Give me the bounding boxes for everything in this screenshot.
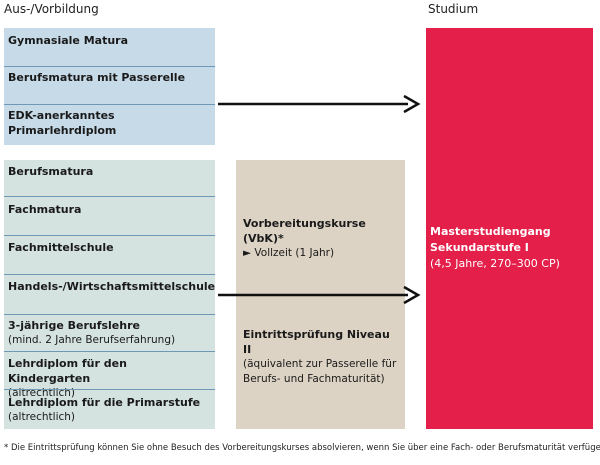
entrance-exam: Eintrittsprüfung Niveau II (äquivalent z…: [243, 327, 401, 387]
preparation-course: Vorbereitungskurse (VbK)* ► Vollzeit (1 …: [243, 216, 401, 261]
qualification-note: (altrechtlich): [8, 387, 76, 399]
header-study: Studium: [428, 2, 479, 16]
preparation-course-title: Vorbereitungskurse (VbK)*: [243, 217, 366, 245]
preparation-course-item: ► Vollzeit (1 Jahr): [243, 247, 335, 259]
qualification-gymnasiale-matura: Gymnasiale Matura: [4, 33, 215, 48]
footnote: * Die Eintrittsprüfung können Sie ohne B…: [4, 443, 600, 453]
qualification-title: Gymnasiale Matura: [8, 34, 129, 47]
separator: [4, 389, 215, 390]
separator: [4, 196, 215, 197]
qualification-lehrdiplom-primarstufe: Lehrdiplom für die Primarstufe (altrecht…: [4, 395, 215, 424]
arrow-to-study-top: [218, 94, 421, 114]
qualification-lehrdiplom-kindergarten: Lehrdiplom für den Kindergarten (altrech…: [4, 356, 215, 400]
separator: [4, 66, 215, 67]
master-program-title-line2: Sekundarstufe I: [430, 241, 529, 254]
separator: [4, 314, 215, 315]
qualification-title: 3-jährige Berufslehre: [8, 319, 140, 332]
arrow-to-study-bottom: [218, 285, 421, 305]
separator: [4, 351, 215, 352]
master-program: Masterstudiengang Sekundarstufe I (4,5 J…: [430, 224, 589, 272]
entrance-exam-note: (äquivalent zur Passerelle für Berufs- u…: [243, 358, 397, 385]
top-qualification-group: Gymnasiale Matura Berufsmatura mit Passe…: [4, 28, 215, 145]
qualification-note: (altrechtlich): [8, 411, 76, 423]
master-program-detail: (4,5 Jahre, 270–300 CP): [430, 257, 560, 270]
qualification-berufsmatura: Berufsmatura: [4, 164, 215, 179]
qualification-title: Lehrdiplom für die Primarstufe: [8, 396, 201, 409]
master-program-title-line1: Masterstudiengang: [430, 225, 551, 238]
qualification-fachmatura: Fachmatura: [4, 202, 215, 217]
qualification-berufslehre: 3-jährige Berufslehre (mind. 2 Jahre Ber…: [4, 318, 215, 347]
separator: [4, 104, 215, 105]
qualification-title: Fachmittelschule: [8, 241, 114, 254]
qualification-primarlehrdiplom: EDK-anerkanntes Primarlehrdiplom: [4, 108, 215, 138]
header-prior-education: Aus-/Vorbildung: [4, 2, 99, 16]
separator: [4, 235, 215, 236]
qualification-title: Berufsmatura mit Passerelle: [8, 71, 186, 84]
qualification-title: Handels-/Wirtschaftsmittelschule: [8, 280, 216, 293]
entrance-exam-title: Eintrittsprüfung Niveau II: [243, 328, 390, 356]
qualification-title: EDK-anerkanntes Primarlehrdiplom: [8, 109, 117, 137]
qualification-title: Berufsmatura: [8, 165, 94, 178]
master-program-box: Masterstudiengang Sekundarstufe I (4,5 J…: [426, 28, 593, 429]
qualification-berufsmatura-passerelle: Berufsmatura mit Passerelle: [4, 70, 215, 85]
separator: [4, 274, 215, 275]
mid-qualification-group: Berufsmatura Fachmatura Fachmittelschule…: [4, 160, 215, 429]
qualification-note: (mind. 2 Jahre Berufserfahrung): [8, 334, 176, 346]
qualification-title: Lehrdiplom für den Kindergarten: [8, 357, 127, 385]
qualification-fachmittelschule: Fachmittelschule: [4, 240, 215, 255]
qualification-title: Fachmatura: [8, 203, 82, 216]
qualification-handelsmittelschule: Handels-/Wirtschaftsmittelschule: [4, 279, 215, 294]
